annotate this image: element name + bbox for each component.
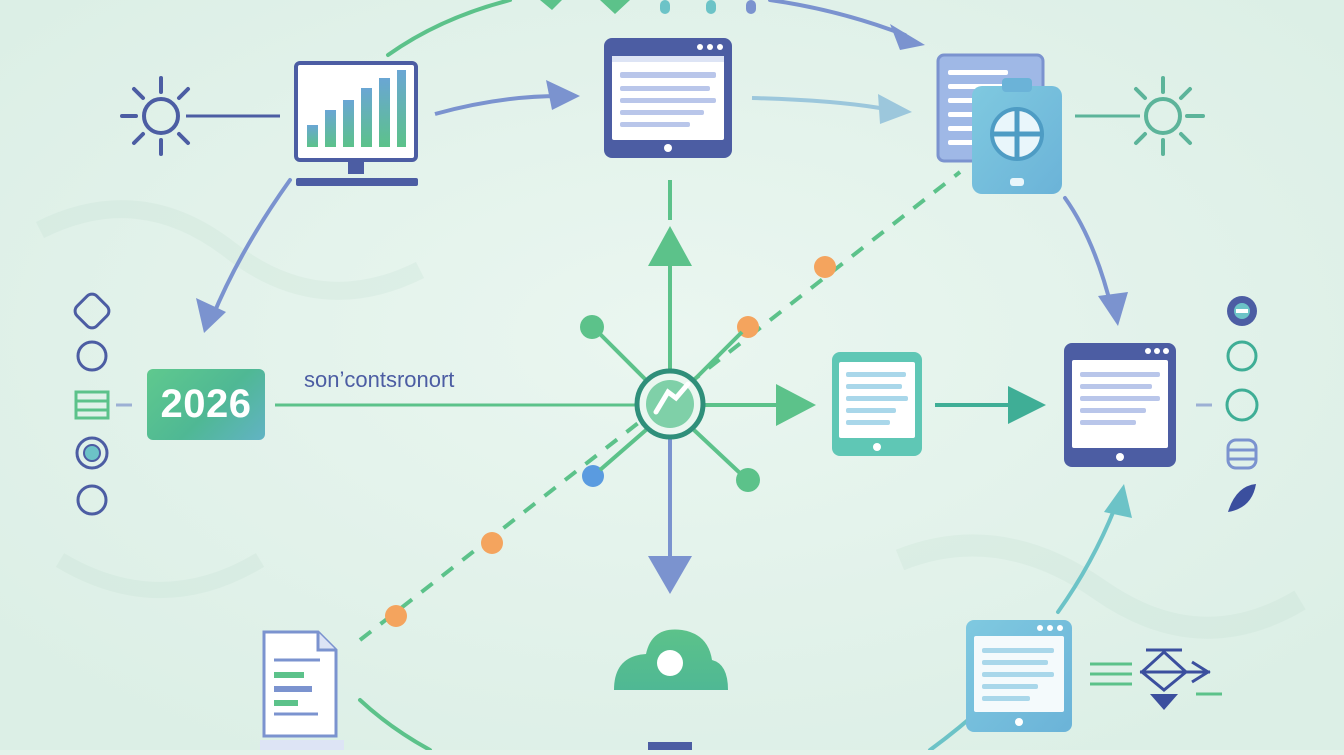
circle-icon-right-2 bbox=[1225, 388, 1259, 422]
milestone-dot-4 bbox=[481, 532, 503, 554]
arrowhead-bottom-right bbox=[1104, 484, 1132, 518]
arrowhead-left bbox=[196, 298, 226, 333]
arrowhead-hub-up bbox=[648, 226, 692, 266]
spoke-lower-right bbox=[692, 428, 744, 477]
flask-icon bbox=[1139, 648, 1222, 710]
arrowhead-to-docs bbox=[878, 94, 912, 124]
settings-gear-icon-left bbox=[120, 76, 190, 156]
arrowhead-to-right-window bbox=[1008, 386, 1046, 424]
security-tablet-icon bbox=[972, 78, 1062, 194]
arrowhead-hub-right bbox=[776, 384, 816, 426]
background-texture bbox=[35, 200, 1306, 639]
cloud-upload-icon bbox=[614, 629, 728, 750]
tablet-document-icon bbox=[832, 352, 922, 456]
arrowhead-hub-down bbox=[648, 556, 692, 594]
analytics-monitor-icon bbox=[294, 61, 418, 186]
outer-arrowheads bbox=[196, 24, 1132, 518]
browser-window-icon-right bbox=[1064, 343, 1176, 467]
circle-icon-right-1 bbox=[1226, 340, 1258, 372]
shield-icon bbox=[1227, 296, 1257, 326]
milestone-dot-2 bbox=[737, 316, 759, 338]
circle-icon bbox=[76, 340, 108, 372]
connector-monitor-window bbox=[434, 94, 561, 116]
milestone-dot-5 bbox=[385, 605, 407, 627]
spoke-node-upper-left bbox=[580, 315, 604, 339]
leaf-icon bbox=[1228, 484, 1256, 512]
connector-window-docs bbox=[751, 96, 881, 110]
circle-icon-bottom bbox=[76, 484, 108, 516]
top-partial-icons bbox=[540, 0, 756, 14]
year-badge: 2026 bbox=[147, 369, 265, 440]
left-icon-column bbox=[73, 292, 132, 516]
milestone-dot-1 bbox=[814, 256, 836, 278]
tablet-window-icon-bottom bbox=[966, 620, 1072, 732]
diamond-icon bbox=[73, 292, 111, 330]
target-icon bbox=[75, 436, 109, 470]
central-hub-icon bbox=[634, 368, 706, 440]
speed-lines bbox=[1090, 662, 1132, 686]
dashed-diagonal-connector bbox=[358, 170, 962, 642]
flow-label: son’contsronort bbox=[304, 367, 455, 392]
spoke-upper-right bbox=[692, 330, 744, 382]
arrowhead-right bbox=[1098, 292, 1128, 326]
milestone-dot-3 bbox=[582, 465, 604, 487]
report-document-icon bbox=[260, 630, 344, 750]
spoke-upper-left bbox=[594, 328, 648, 382]
spoke-lower-left bbox=[598, 428, 648, 472]
arrowhead-to-window bbox=[546, 80, 580, 110]
settings-gear-icon-right bbox=[1134, 76, 1205, 156]
database-icon bbox=[1226, 438, 1258, 470]
spoke-node-lower-right bbox=[736, 468, 760, 492]
list-icon bbox=[74, 390, 110, 420]
arrowhead-top-right bbox=[890, 24, 925, 50]
right-icon-column bbox=[1225, 296, 1259, 512]
browser-window-icon-top bbox=[604, 38, 732, 158]
